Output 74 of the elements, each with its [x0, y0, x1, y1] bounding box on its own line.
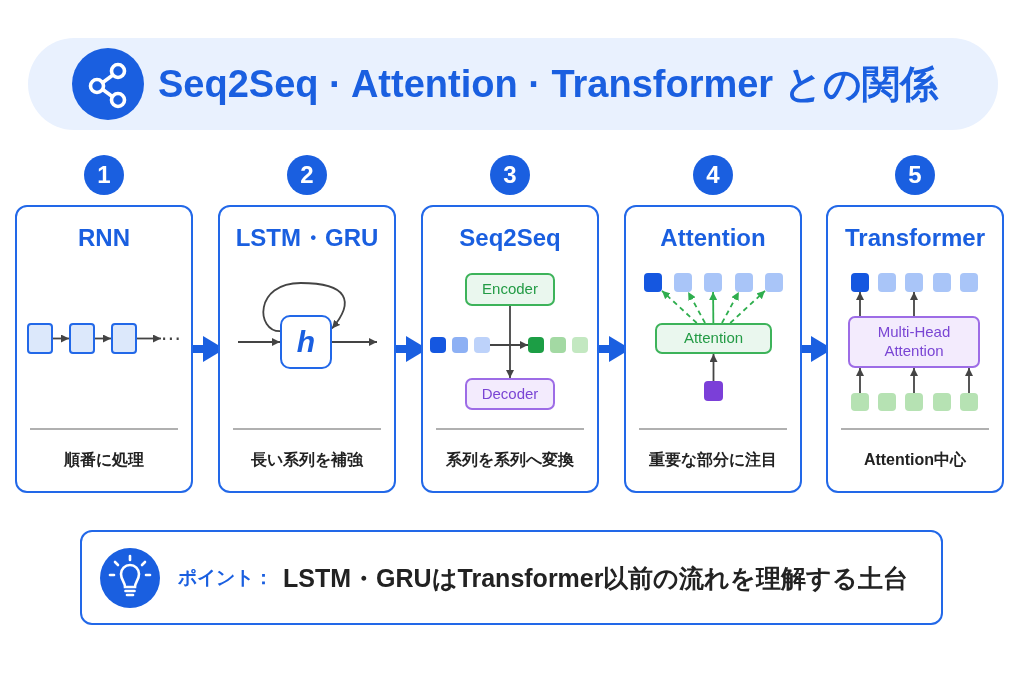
token-square: [933, 273, 951, 292]
arrow: [709, 291, 718, 324]
card-title: RNN: [78, 223, 130, 253]
module-box: Encoder: [465, 273, 555, 306]
arrow: [52, 334, 70, 343]
token-square: [550, 337, 566, 353]
token-square: [933, 393, 951, 411]
arrow: [506, 305, 514, 379]
card-title: Attention: [660, 223, 766, 253]
token-square: [851, 273, 869, 292]
token-square: [735, 273, 753, 292]
state-box: h: [280, 315, 332, 369]
arrow: [237, 338, 281, 346]
step-badge: 4: [693, 155, 733, 195]
token-square: [430, 337, 446, 353]
token-square: [572, 337, 588, 353]
arrow: [965, 367, 973, 394]
dashed-arrow: [721, 291, 740, 324]
token-square: [69, 323, 95, 354]
card-caption: 順番に処理: [64, 450, 144, 470]
token-square: [878, 273, 896, 292]
step-badge: 1: [84, 155, 124, 195]
card-caption: Attention中心: [863, 450, 967, 470]
card-caption: 長い系列を補強: [251, 450, 363, 470]
token-square: [111, 323, 137, 354]
step-badge: 5: [895, 155, 935, 195]
card-title: Seq2Seq: [459, 223, 561, 253]
arrow: [331, 338, 378, 346]
note-box: [80, 530, 943, 625]
dashed-arrow: [661, 289, 698, 324]
arrow: [856, 291, 864, 317]
step-card: [421, 205, 599, 493]
card-caption: 系列を系列へ変換: [446, 450, 574, 470]
step-badge: 3: [490, 155, 530, 195]
module-box: Decoder: [465, 378, 555, 410]
arrow: [136, 334, 162, 343]
token-square: [27, 323, 53, 354]
module-box: Attention: [655, 323, 772, 354]
arrow: [489, 341, 529, 349]
card-caption: 重要な部分に注目: [649, 450, 777, 471]
arrow: [94, 334, 112, 343]
token-square: [474, 337, 490, 353]
module-box: Multi-Head Attention: [848, 316, 980, 368]
dashed-arrow: [687, 291, 706, 324]
arrow: [709, 353, 718, 382]
step-card: [624, 205, 802, 493]
dashed-arrow: [729, 289, 766, 324]
loop-arrow: [262, 282, 346, 333]
step-card: [826, 205, 1004, 493]
arrow: [910, 291, 918, 317]
token-square: [851, 393, 869, 411]
token-square: [905, 393, 923, 411]
card-title: Transformer: [844, 223, 986, 253]
token-square: [878, 393, 896, 411]
step-card: [218, 205, 396, 493]
token-square: [528, 337, 544, 353]
token-square: [704, 273, 722, 292]
ellipsis: ⋯: [161, 327, 181, 350]
token-square: [905, 273, 923, 292]
diagram-title: Seq2Seq · Attention · Transformer との関係: [158, 62, 938, 107]
token-square: [452, 337, 468, 353]
note-text: LSTM・GRUはTransformer以前の流れを理解する土台: [283, 562, 909, 594]
step-card: [15, 205, 193, 493]
arrow: [910, 367, 918, 394]
card-title: LSTM・GRU: [235, 223, 379, 253]
token-square: [765, 273, 783, 292]
note-label: ポイント：: [178, 565, 273, 590]
token-square: [644, 273, 662, 292]
token-square: [674, 273, 692, 292]
step-badge: 2: [287, 155, 327, 195]
token-square: [704, 381, 723, 401]
token-square: [960, 273, 978, 292]
token-square: [960, 393, 978, 411]
arrow: [856, 367, 864, 394]
